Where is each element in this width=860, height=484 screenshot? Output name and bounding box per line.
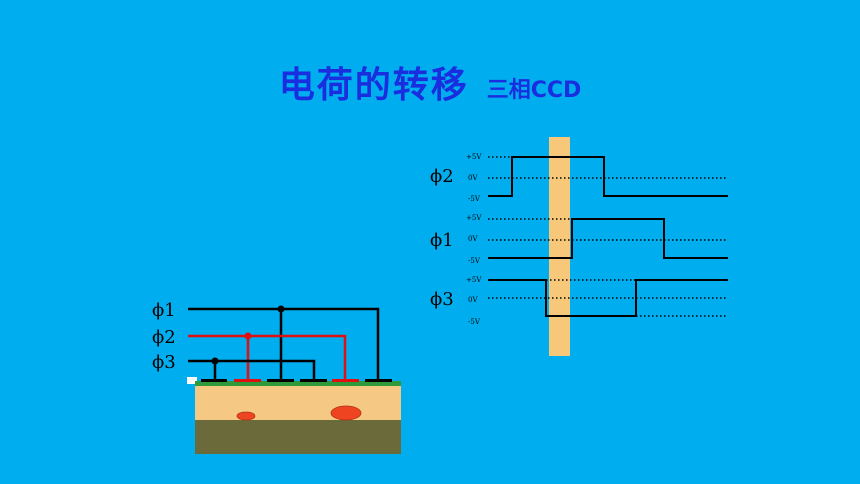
time-highlight-bar [549,137,570,356]
timing-phase-3: ϕ3 +5V 0V -5V [430,276,728,326]
timing-phase-3-minus5v: -5V [468,318,481,326]
timing-phase-1-waveform [488,218,728,259]
timing-phase-3-label: ϕ3 [430,289,454,310]
substrate [195,420,401,454]
insulating-layer [195,381,401,386]
title-sub: 三相CCD [486,78,582,103]
timing-phase-1: ϕ1 +5V 0V -5V [430,214,728,265]
timing-phase-1-label: ϕ1 [430,230,454,251]
bus-line-phase-3 [188,359,316,381]
timing-phase-2: ϕ2 +5V 0V -5V [430,153,728,203]
timing-diagram: ϕ2 +5V 0V -5V ϕ1 +5V 0V -5V ϕ3 +5V 0V -5… [430,137,728,356]
timing-phase-2-waveform [488,156,728,197]
electrode [300,379,327,382]
electrode [234,379,261,382]
ccd-device: ϕ1 ϕ2 ϕ3 [152,300,401,454]
timing-phase-3-0v: 0V [468,296,478,304]
timing-phase-1-0v: 0V [468,235,478,243]
bus-line-phase-2 [188,334,347,381]
junction-dot [277,305,285,313]
title-main: 电荷的转移 [278,65,469,106]
timing-phase-2-plus5v: +5V [466,153,482,161]
charge-packet [236,411,256,421]
junction-dot [244,332,252,340]
timing-phase-2-0v: 0V [468,174,478,182]
device-phase-3-label: ϕ3 [152,352,176,373]
timing-phase-1-minus5v: -5V [468,257,481,265]
junction-dot [211,357,219,365]
charge-packet [330,405,362,421]
timing-phase-2-label: ϕ2 [430,166,454,187]
electrode [332,379,359,382]
timing-phase-2-minus5v: -5V [468,195,481,203]
device-phase-1-label: ϕ1 [152,300,176,321]
electrode [267,379,294,382]
bus-line-phase-1 [188,307,380,381]
timing-phase-3-waveform [488,279,728,317]
electrode [365,379,392,382]
device-phase-2-label: ϕ2 [152,327,176,348]
timing-phase-1-plus5v: +5V [466,214,482,222]
slide-title: 电荷的转移三相CCD [0,56,860,108]
semiconductor-layer [195,386,401,420]
timing-phase-3-plus5v: +5V [466,276,482,284]
electrode [201,379,227,382]
edge-marker [187,377,197,384]
